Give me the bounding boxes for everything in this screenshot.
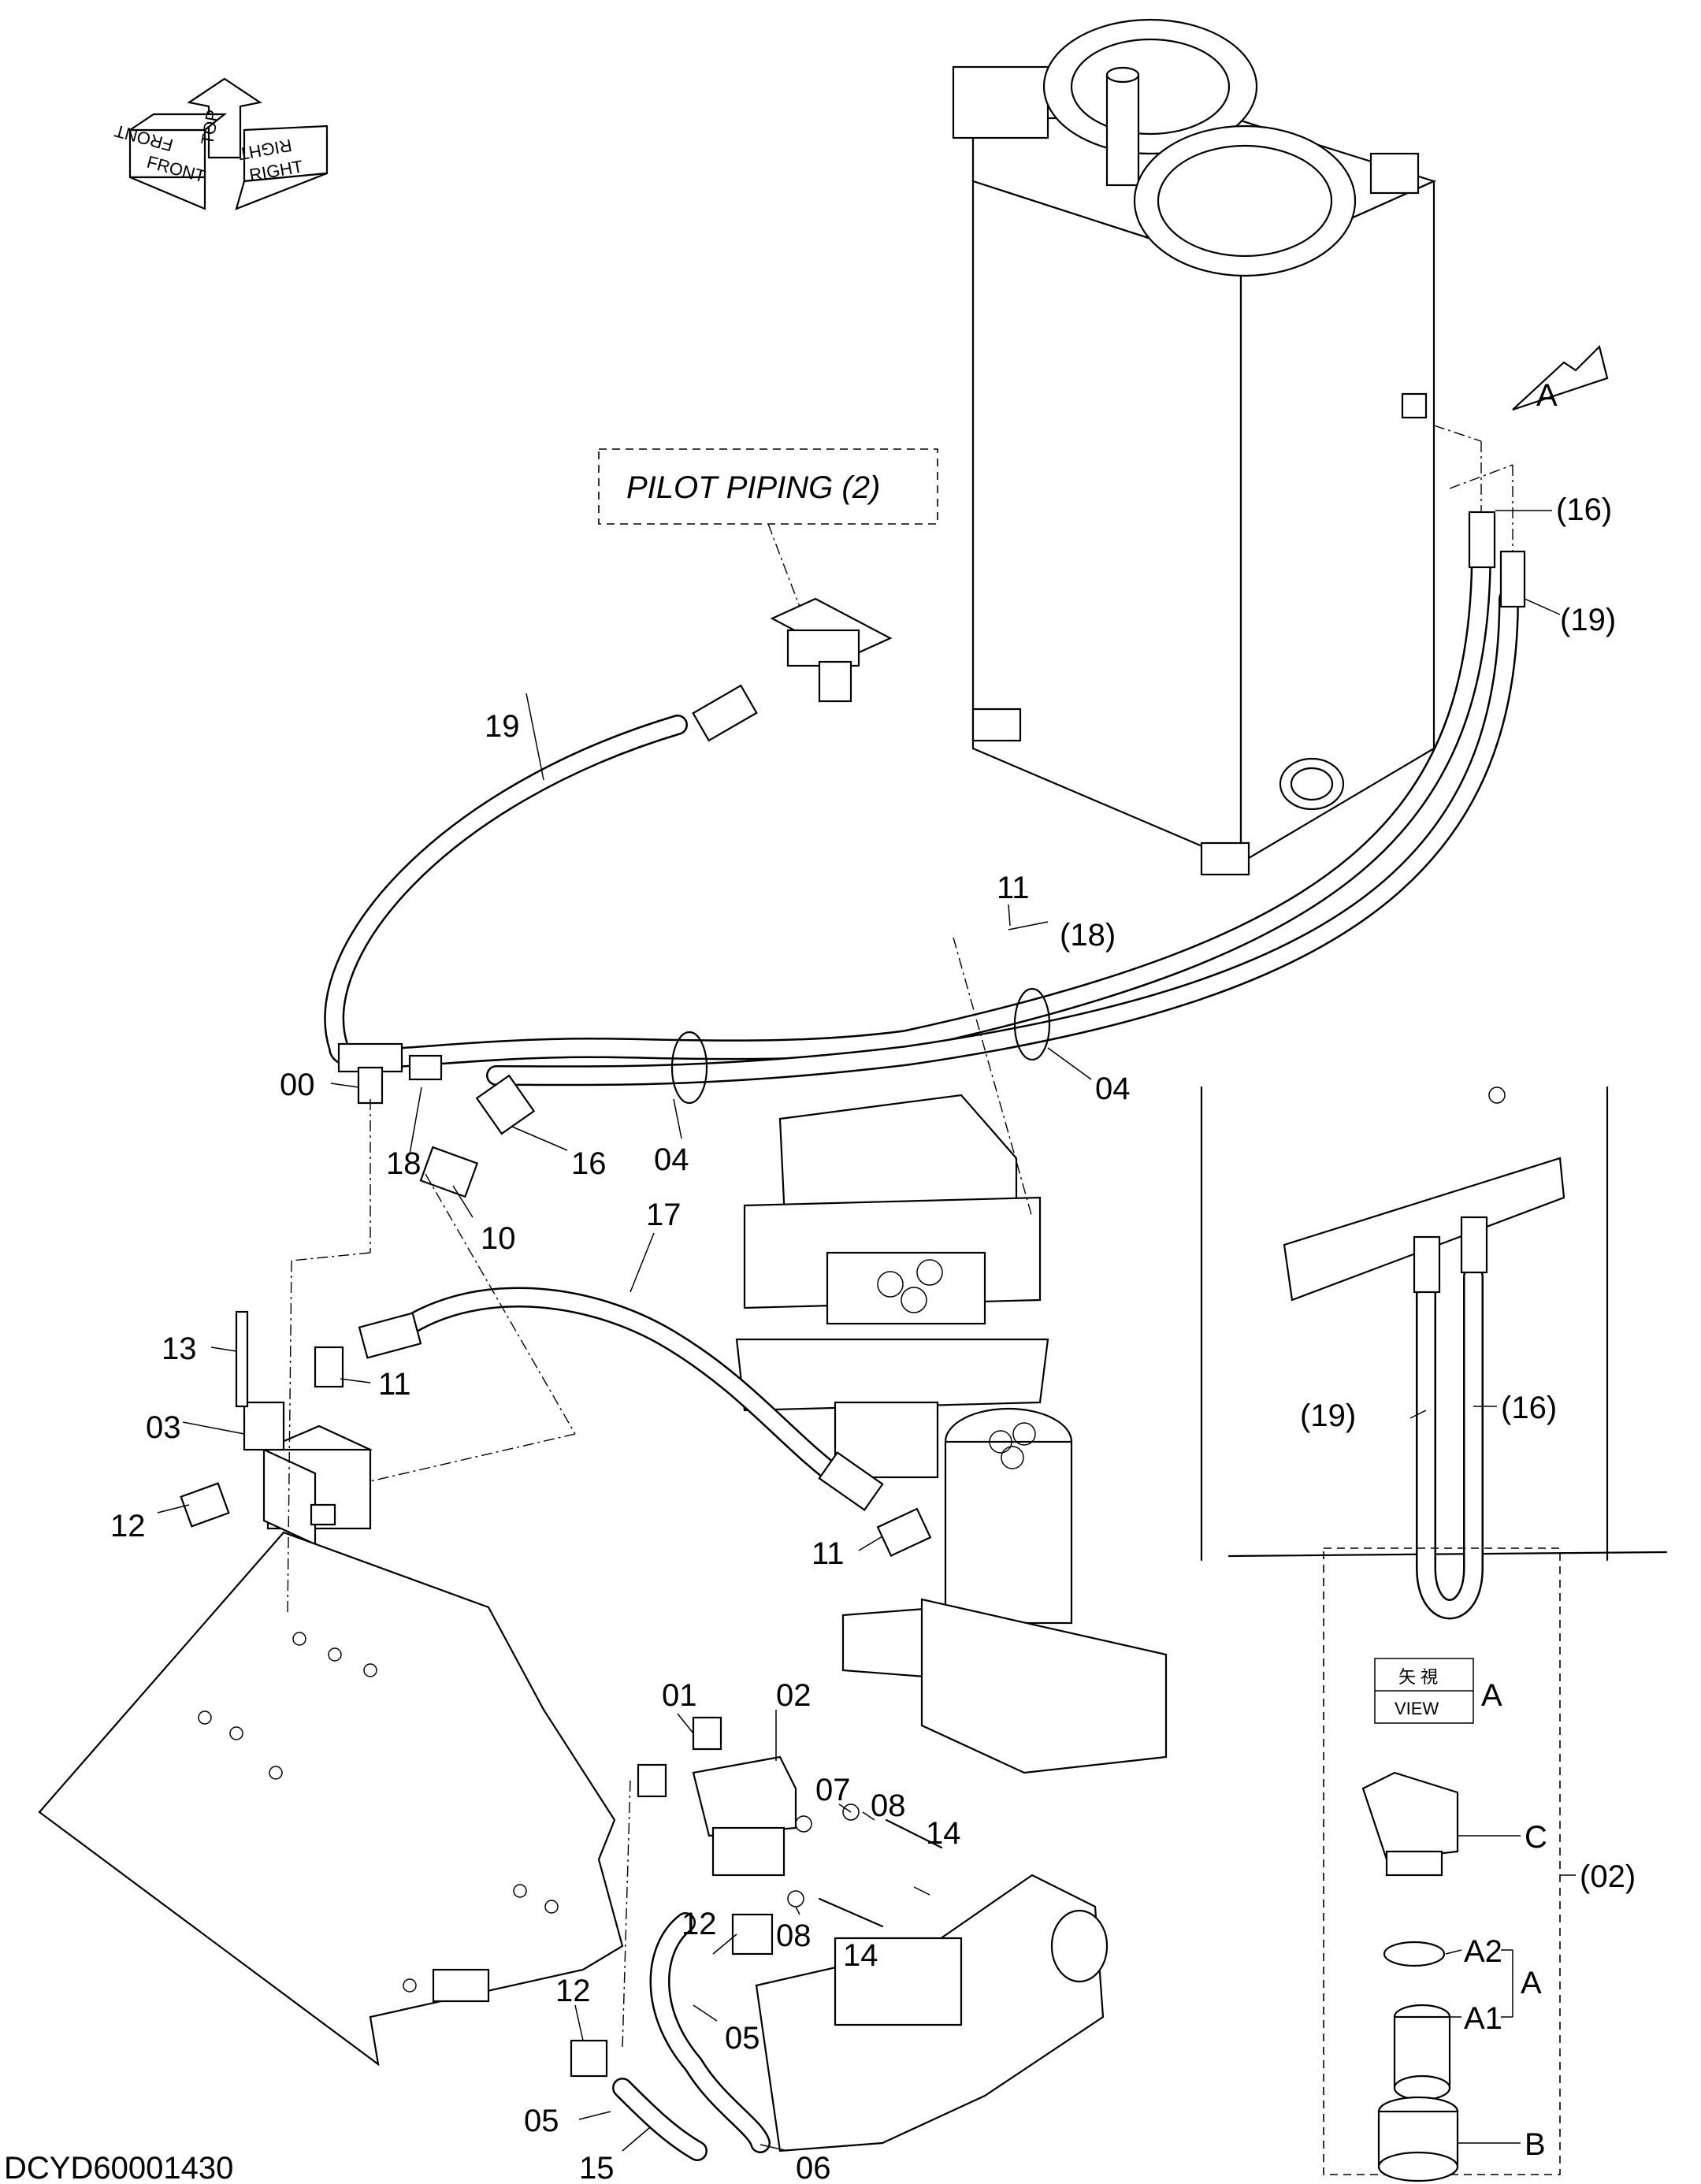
label-05-right: 05	[725, 2021, 760, 2056]
label-06: 06	[796, 2151, 831, 2184]
label-14-bottom: 14	[843, 1938, 878, 1973]
pilot-piping-bracket	[767, 523, 893, 703]
label-11-bottom: 11	[812, 1536, 845, 1571]
detail-label-a: A	[1521, 1966, 1542, 2000]
view-a-label-box: 矢 視 VIEW A	[1374, 1658, 1502, 1724]
label-03: 03	[146, 1410, 181, 1445]
label-18: 18	[386, 1146, 422, 1181]
label-13: 13	[162, 1332, 197, 1366]
label-16-ref-top: (16)	[1556, 492, 1612, 527]
pilot-piping-callout: PILOT PIPING (2)	[626, 470, 880, 505]
label-19: 19	[485, 709, 520, 744]
fittings-left	[337, 1042, 536, 1198]
view-a-inset	[1200, 1086, 1668, 1620]
label-14-top: 14	[926, 1816, 961, 1851]
label-01: 01	[662, 1678, 697, 1713]
hose-assembly	[324, 511, 1526, 1086]
detail-label-b: B	[1525, 2127, 1546, 2162]
swing-motor	[735, 1094, 1049, 1479]
label-00: 00	[280, 1068, 315, 1102]
label-04-left: 04	[654, 1142, 689, 1177]
label-12-middle: 12	[682, 1907, 717, 1941]
part-labels: (16) (19) 19 11 (18) 04 00 18 16 04 10 1…	[110, 492, 1616, 2184]
label-02: 02	[776, 1678, 812, 1713]
leader-lines	[157, 510, 1576, 2152]
mounting-plate	[38, 1531, 624, 2067]
label-04-right: 04	[1095, 1072, 1131, 1106]
view-a-kanji: 矢 視	[1398, 1667, 1438, 1687]
detail-label-02-ref: (02)	[1580, 1859, 1636, 1894]
view-a-word: VIEW	[1395, 1699, 1439, 1718]
detail-label-c: C	[1525, 1820, 1547, 1855]
drawing-id: DCYD60001430	[4, 2151, 233, 2184]
ring-04-right	[1013, 987, 1051, 1061]
ring-04-left	[670, 1031, 708, 1105]
assembly-lines	[287, 425, 1513, 2049]
valve-block-03	[180, 1310, 373, 1546]
label-11-left: 11	[378, 1367, 411, 1402]
view-a-arrow: A	[1512, 344, 1609, 413]
label-19-ref-view: (19)	[1300, 1398, 1356, 1433]
view-a-arrow-letter: A	[1536, 378, 1558, 413]
label-19-ref-top: (19)	[1560, 603, 1616, 637]
center-joint	[841, 1407, 1168, 1774]
detail-label-a2: A2	[1464, 1934, 1502, 1969]
pilot-pump	[755, 1874, 1109, 2152]
label-16: 16	[571, 1146, 607, 1181]
label-10: 10	[481, 1221, 516, 1256]
detail-box-02	[1323, 1547, 1561, 2182]
label-07: 07	[815, 1773, 851, 1807]
label-18-ref: (18)	[1060, 918, 1116, 953]
lower-components	[570, 1716, 943, 2161]
label-08-top: 08	[871, 1788, 906, 1823]
label-17: 17	[646, 1198, 682, 1232]
label-12-bottom: 12	[555, 1974, 591, 2008]
label-05-left: 05	[524, 2104, 559, 2138]
label-16-ref-view: (16)	[1501, 1391, 1557, 1425]
pilot-piping-callout-box	[598, 448, 938, 525]
detail-labels: C A2 A1 A B (02)	[1464, 1820, 1636, 2162]
label-12-left: 12	[110, 1509, 146, 1543]
label-08-bottom: 08	[776, 1918, 812, 1953]
hose-17	[358, 1287, 932, 1557]
detail-label-a1: A1	[1464, 2001, 1502, 2036]
label-11-top: 11	[997, 871, 1030, 905]
view-a-letter: A	[1481, 1678, 1502, 1713]
orientation-symbol: TOP FRONT RIGHT FRONT RIGHT	[113, 77, 329, 210]
hydraulic-tank	[952, 18, 1437, 876]
label-15: 15	[579, 2151, 615, 2184]
